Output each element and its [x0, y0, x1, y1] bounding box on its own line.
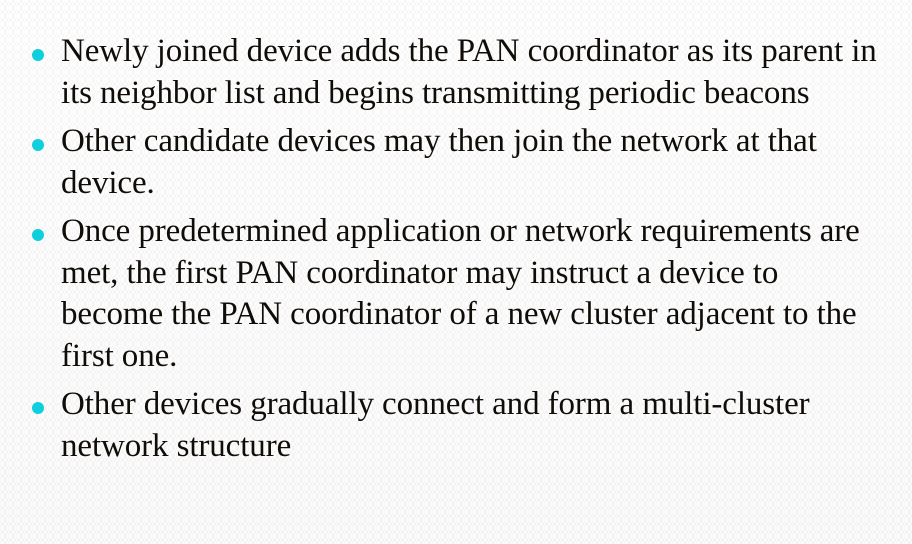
round-bullet-icon	[32, 402, 44, 414]
round-bullet-icon	[32, 229, 44, 241]
round-bullet-icon	[32, 139, 44, 151]
list-item-text: Newly joined device adds the PAN coordin…	[61, 33, 877, 111]
list-item[interactable]: Other candidate devices may then join th…	[26, 121, 886, 204]
list-item-text: Other candidate devices may then join th…	[61, 123, 817, 201]
list-item[interactable]: Once predetermined application or networ…	[26, 211, 886, 377]
list-item[interactable]: Newly joined device adds the PAN coordin…	[26, 31, 886, 114]
list-item[interactable]: Other devices gradually connect and form…	[26, 384, 886, 467]
list-item-text: Other devices gradually connect and form…	[61, 386, 810, 464]
bullet-list: Newly joined device adds the PAN coordin…	[26, 31, 886, 467]
round-bullet-icon	[32, 49, 44, 61]
list-item-text: Once predetermined application or networ…	[61, 213, 860, 374]
